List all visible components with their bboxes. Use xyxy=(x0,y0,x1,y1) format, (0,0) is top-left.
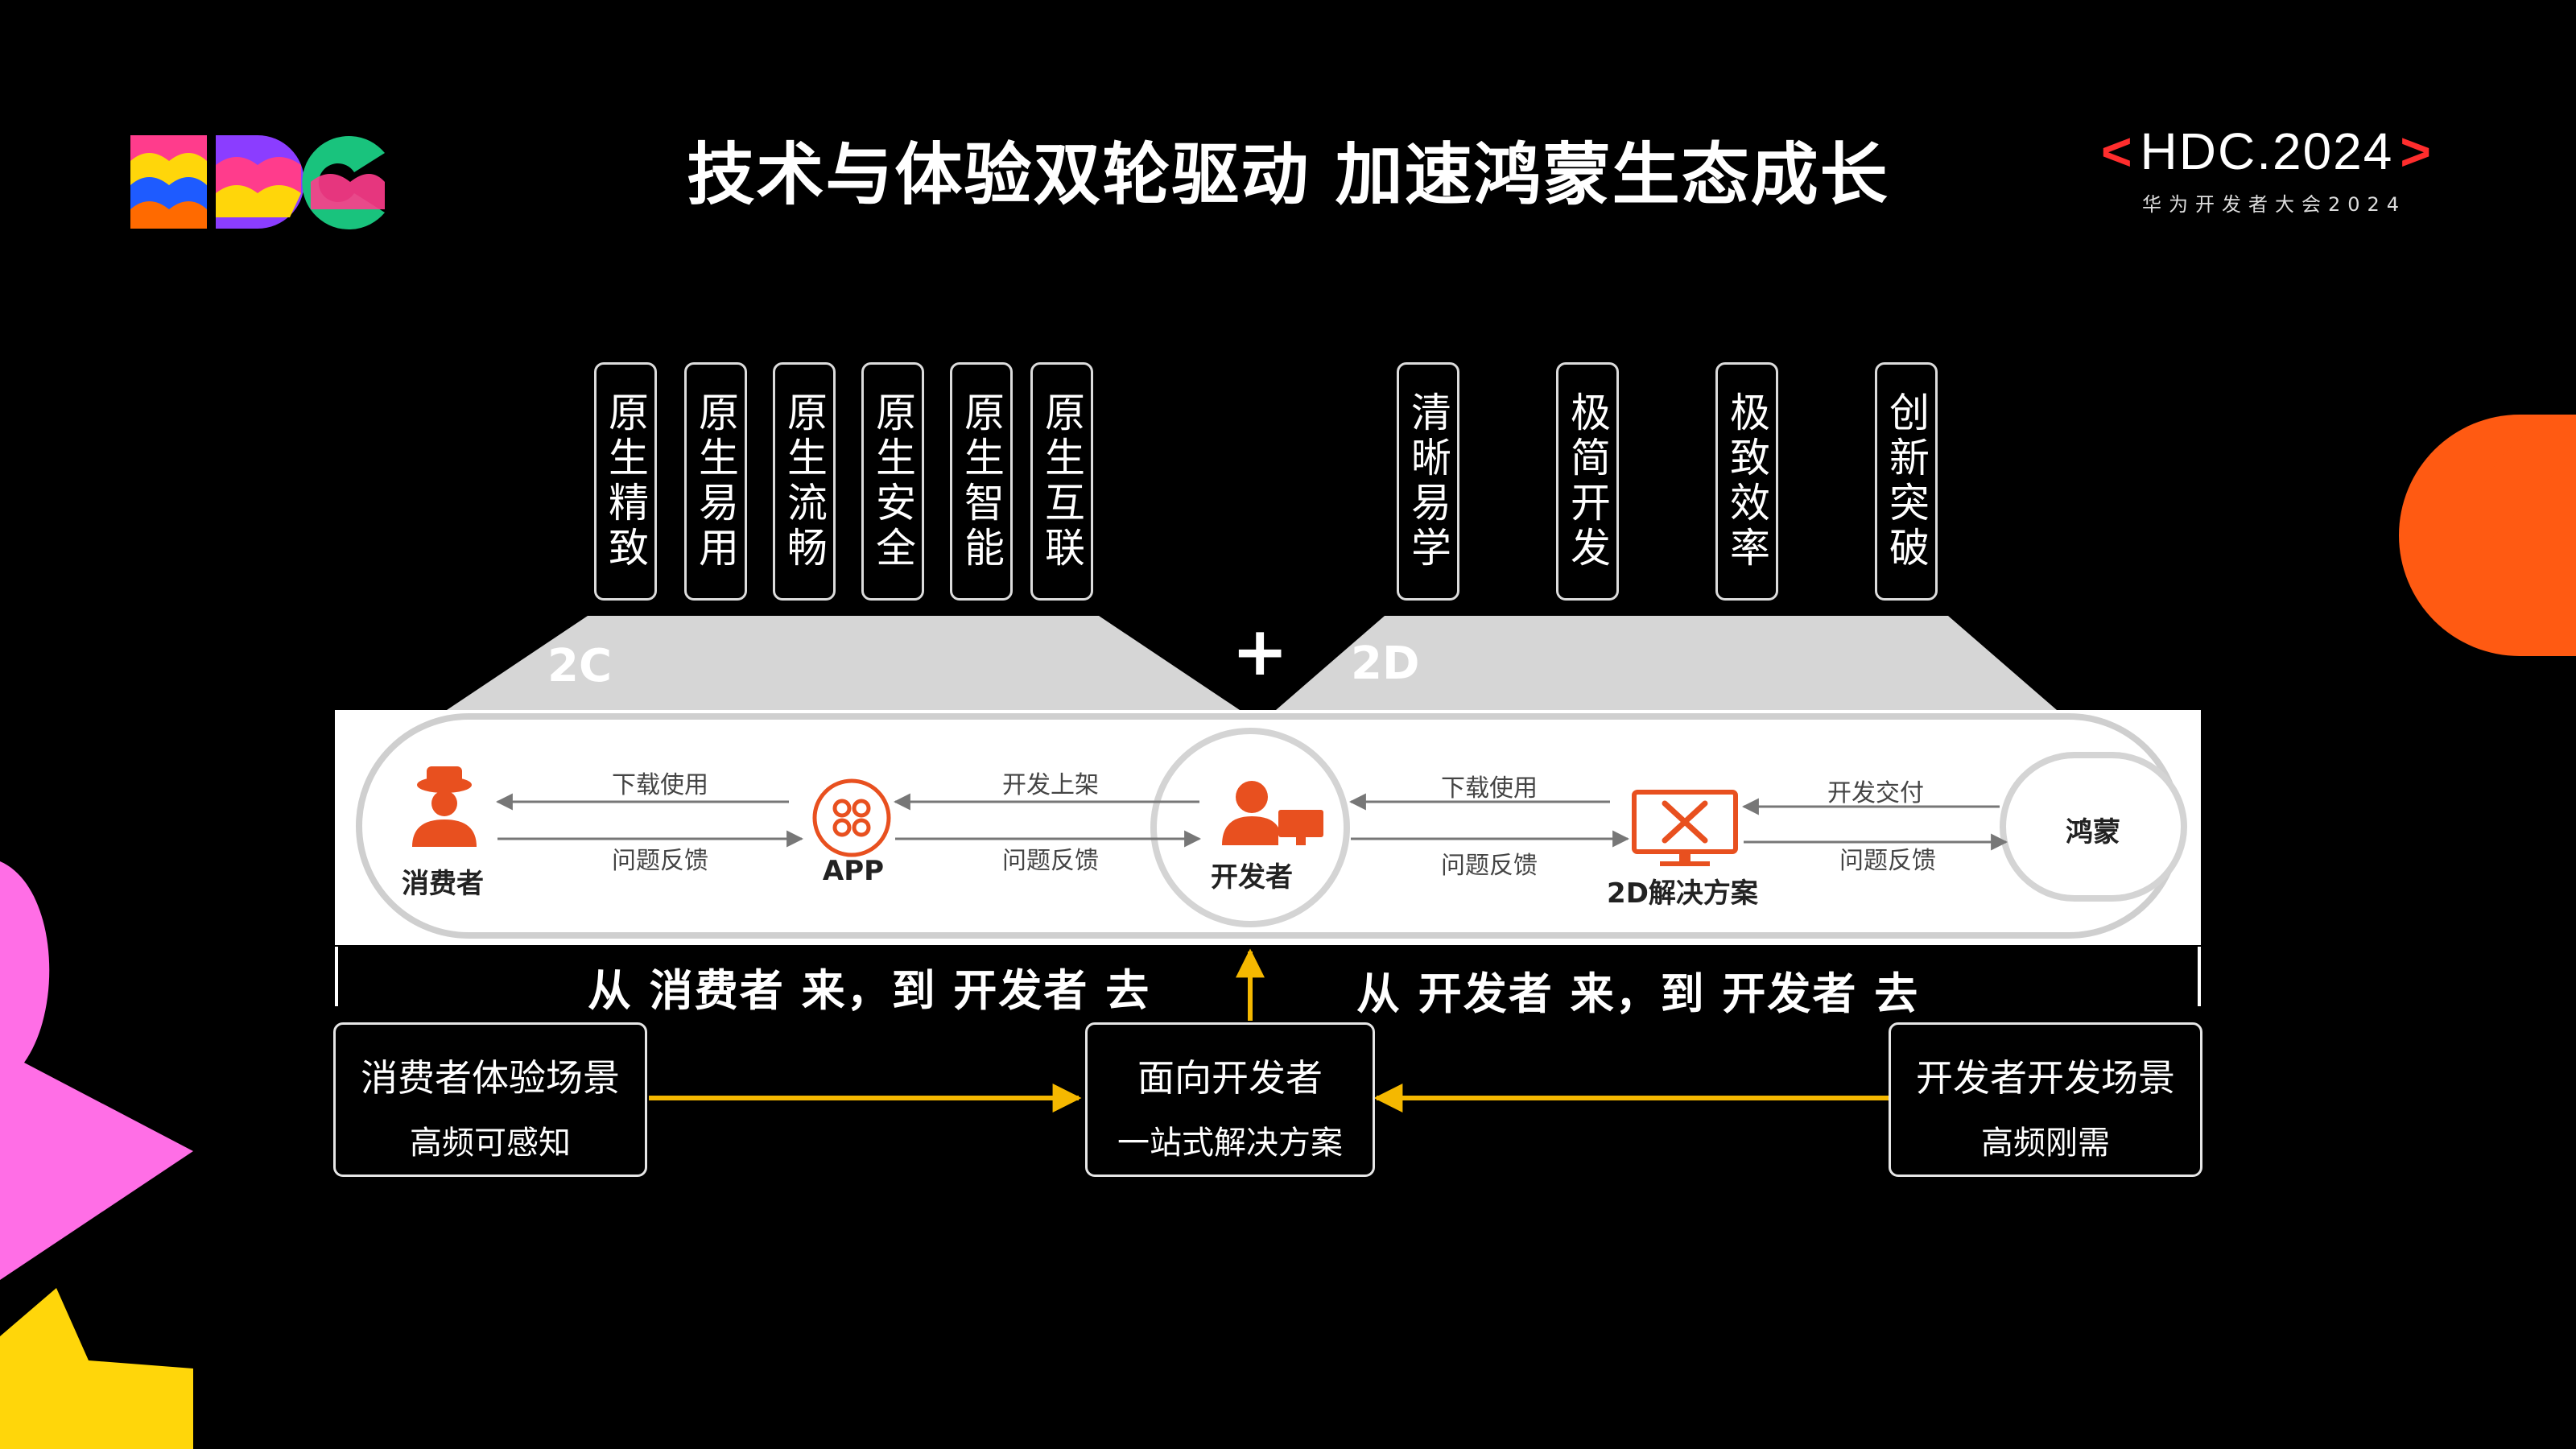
plus-sign: + xyxy=(1232,612,1289,691)
hdc-brand-logo xyxy=(130,135,385,229)
edge-label-feedback-3: 问题反馈 xyxy=(1441,852,1538,880)
hdc-2024-event-logo: < HDC.2024 > 华为开发者大会2024 xyxy=(2101,121,2447,217)
event-subtitle: 华为开发者大会2024 xyxy=(2141,193,2407,216)
edge-label-download-use-1: 下载使用 xyxy=(612,771,708,799)
edge-label-develop-publish: 开发上架 xyxy=(1002,771,1099,799)
tag-native-secure: 原生安全 xyxy=(861,362,924,601)
slogan-right: 从 开发者 来，到 开发者 去 xyxy=(1356,968,1920,1019)
edge-label-feedback-2: 问题反馈 xyxy=(1002,847,1099,875)
box-center-title: 面向开发者 xyxy=(1137,1056,1323,1100)
tag-native-easy: 原生易用 xyxy=(684,362,747,601)
tag-native-smooth: 原生流畅 xyxy=(773,362,836,601)
box-consumer-scenario: 消费者体验场景 高频可感知 xyxy=(333,1022,647,1177)
left-chevron-icon: < xyxy=(2101,122,2134,181)
tools-monitor-icon xyxy=(1632,790,1738,866)
spy-person-icon xyxy=(412,766,477,847)
box-center-subtitle: 一站式解决方案 xyxy=(1117,1125,1343,1162)
event-name: HDC.2024 xyxy=(2140,122,2394,180)
box-for-developers: 面向开发者 一站式解决方案 xyxy=(1085,1022,1375,1177)
harmony-pill xyxy=(2000,752,2187,902)
node-harmony: 鸿蒙 xyxy=(2066,816,2120,848)
node-developer: 开发者 xyxy=(1211,861,1293,894)
segment-label-2d: 2D xyxy=(1351,638,1420,690)
tag-innovation: 创新突破 xyxy=(1875,362,1938,601)
node-app: APP xyxy=(822,855,885,887)
node-consumer: 消费者 xyxy=(402,868,484,900)
tag-native-refined: 原生精致 xyxy=(594,362,657,601)
tag-extreme-efficiency: 极致效率 xyxy=(1715,362,1778,601)
box-developer-scenario: 开发者开发场景 高频刚需 xyxy=(1889,1022,2202,1177)
edge-label-download-use-2: 下载使用 xyxy=(1441,774,1538,803)
trapezoid-2c xyxy=(447,616,1240,710)
edge-label-feedback-4: 问题反馈 xyxy=(1839,847,1936,875)
edge-label-develop-deliver: 开发交付 xyxy=(1827,779,1924,807)
slogan-left: 从 消费者 来，到 开发者 去 xyxy=(588,965,1151,1016)
right-chevron-icon: > xyxy=(2400,122,2433,181)
node-2d-solution: 2D解决方案 xyxy=(1607,877,1758,910)
tag-simple-dev: 极简开发 xyxy=(1556,362,1619,601)
edge-label-feedback-1: 问题反馈 xyxy=(612,847,708,875)
trapezoid-2d xyxy=(1276,616,2057,710)
app-grid-icon xyxy=(812,778,891,857)
box-developer-subtitle: 高频刚需 xyxy=(1981,1125,2110,1162)
tag-native-intelligent: 原生智能 xyxy=(950,362,1013,601)
page-title: 技术与体验双轮驱动 加速鸿蒙生态成长 xyxy=(687,135,1889,214)
tag-clear-learn: 清晰易学 xyxy=(1397,362,1459,601)
box-consumer-title: 消费者体验场景 xyxy=(361,1056,620,1100)
developer-at-desk-icon xyxy=(1222,781,1323,845)
segment-label-2c: 2C xyxy=(547,640,613,692)
box-developer-title: 开发者开发场景 xyxy=(1916,1056,2175,1100)
box-consumer-subtitle: 高频可感知 xyxy=(410,1125,571,1162)
tag-native-connected: 原生互联 xyxy=(1030,362,1093,601)
